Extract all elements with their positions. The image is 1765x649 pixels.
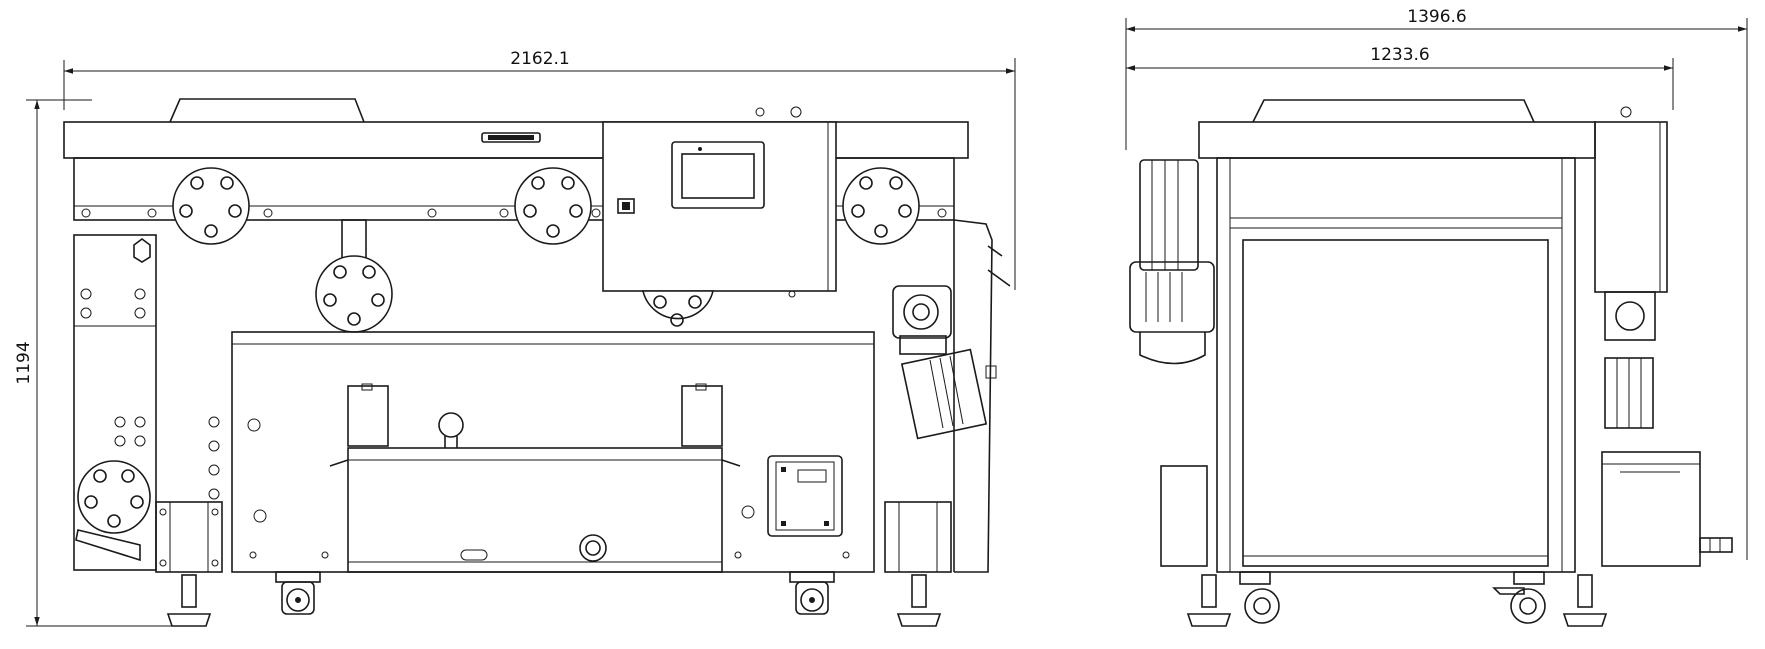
side-caster-left (1239, 571, 1280, 624)
side-main-body (1216, 157, 1576, 573)
drain-knob (579, 534, 607, 562)
front-caster-right (789, 571, 835, 615)
front-width-dimension: 2162.1 (63, 49, 1016, 290)
side-outer-width-dimension: 1396.6 (1125, 7, 1748, 560)
side-outlet-fitting (1699, 537, 1733, 553)
roller-5 (77, 460, 151, 534)
tank-switch-box (767, 455, 843, 537)
side-hood (1252, 99, 1535, 123)
side-view: 1396.6 1233.6 (1125, 7, 1748, 627)
front-caster-left (275, 571, 321, 615)
side-right-tank (1601, 451, 1701, 567)
hmi-screen (671, 141, 765, 209)
cabinet-key (617, 198, 635, 214)
side-foot-right (1562, 574, 1608, 627)
side-inner-panel (1242, 239, 1549, 567)
roller-2 (514, 167, 592, 245)
side-left-box (1160, 465, 1208, 567)
side-gear-motor (1129, 159, 1215, 365)
roller-4 (315, 255, 393, 333)
tray (347, 447, 723, 573)
side-cabinet (1594, 121, 1668, 293)
side-inner-width-label: 1233.6 (1370, 45, 1429, 65)
roller-1 (172, 167, 250, 245)
left-column-holes (80, 288, 220, 500)
front-foot-right (896, 574, 942, 627)
roller-beam (73, 157, 955, 221)
roller-6 (641, 290, 715, 327)
roller-3 (842, 167, 920, 245)
left-foot-bracket (155, 501, 223, 573)
side-top-rail (1198, 121, 1596, 159)
front-width-label: 2162.1 (510, 49, 569, 69)
right-foot-bracket (884, 501, 952, 573)
top-slot (481, 132, 541, 143)
control-cabinet (602, 121, 837, 292)
side-inner-width-dimension: 1233.6 (1126, 45, 1674, 110)
front-gear-motor (892, 285, 988, 440)
top-hood (169, 98, 365, 123)
tray-handle (438, 412, 464, 438)
front-height-label: 1194 (14, 341, 34, 384)
front-view: 2162.1 1194 (14, 49, 1016, 627)
side-outer-width-label: 1396.6 (1407, 7, 1466, 27)
side-foot-left (1186, 574, 1232, 627)
front-foot-left (166, 574, 212, 627)
side-caster-right (1492, 571, 1546, 624)
front-height-dimension: 1194 (14, 99, 200, 627)
